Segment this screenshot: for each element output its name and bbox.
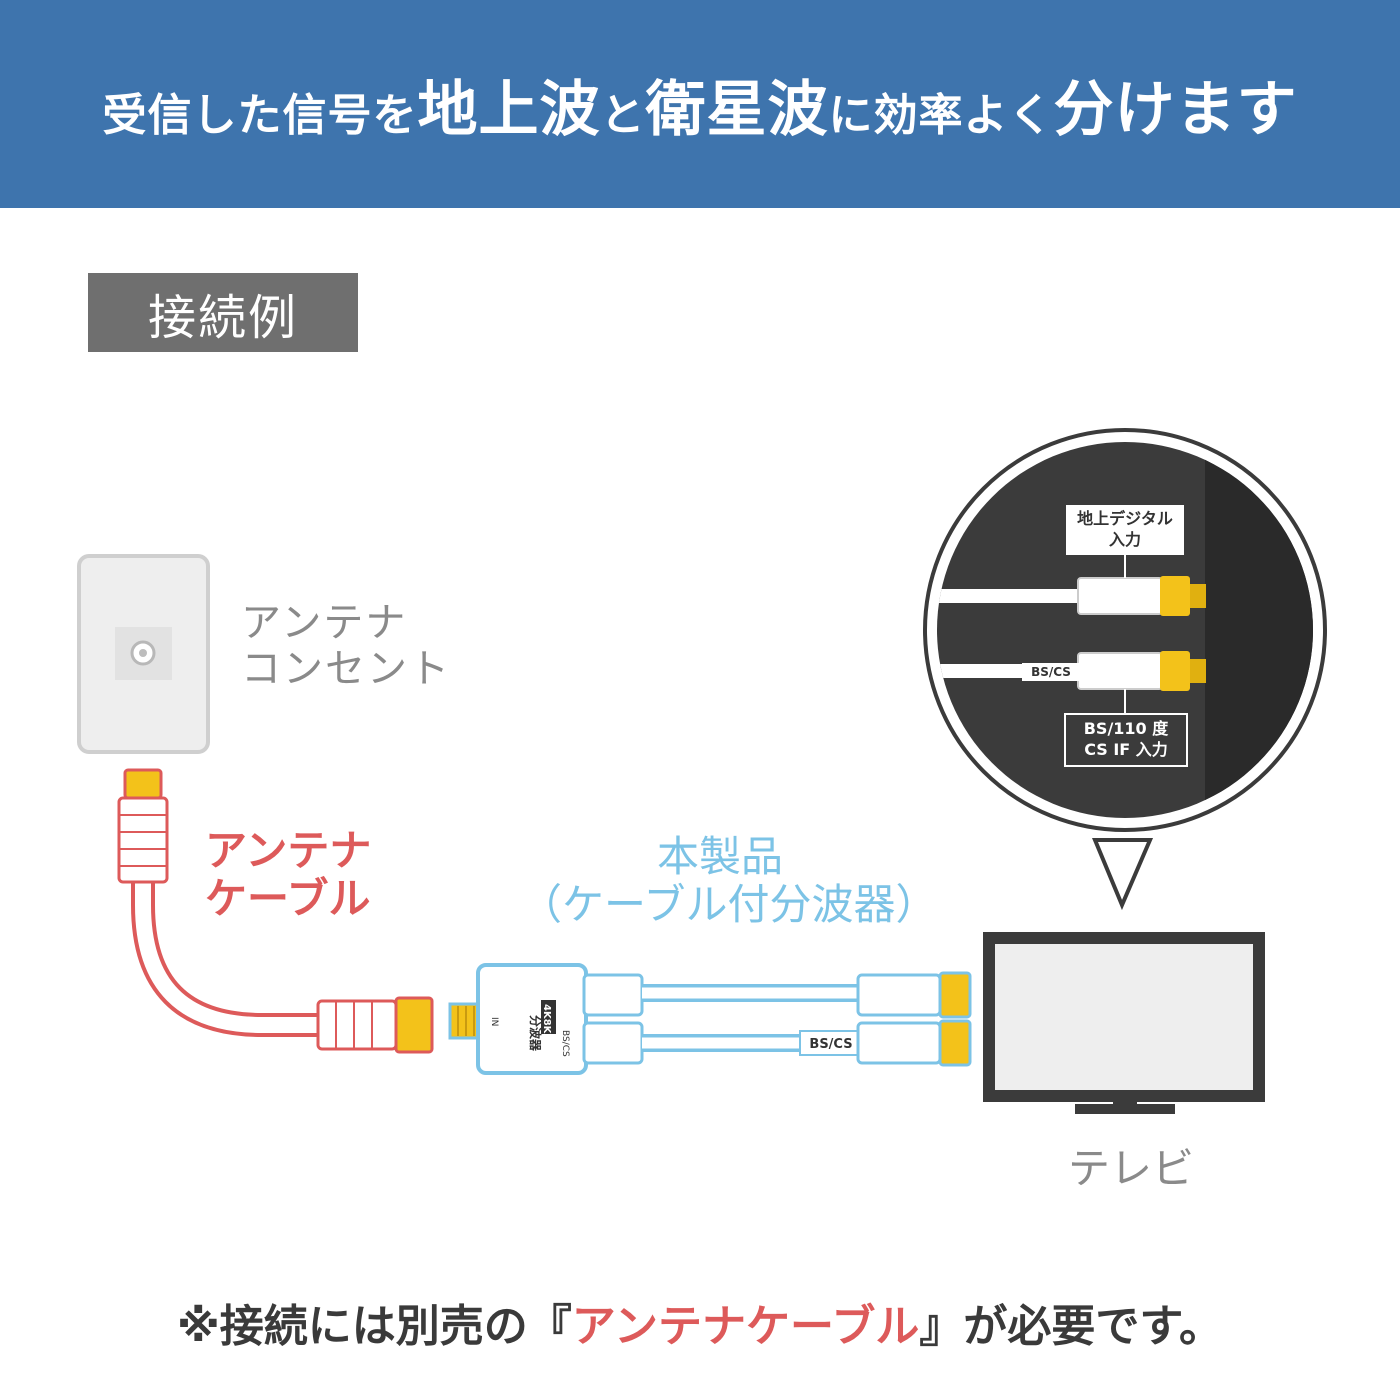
antenna-outlet-icon — [77, 554, 210, 754]
antenna-cable-label: アンテナ ケーブル — [205, 826, 372, 924]
headline-part4: 衛星波 — [645, 74, 829, 145]
antenna-outlet-line1: アンテナ — [241, 600, 408, 646]
product-label: 本製品 （ケーブル付分波器） — [520, 832, 938, 930]
digital-input-tag: 地上デジタル 入力 — [1066, 505, 1184, 555]
tv-port-callout — [923, 428, 1327, 911]
product-line1: 本製品 — [656, 832, 783, 881]
footer-accent: アンテナケーブル — [571, 1301, 920, 1352]
footer-note: ※接続には別売の『アンテナケーブル』が必要です。 — [0, 1290, 1400, 1354]
headline-part2: 地上波 — [417, 74, 601, 145]
bs-input-line2: CS IF 入力 — [1084, 739, 1168, 759]
splitter-icon — [448, 963, 972, 1075]
headline-part5: に効率よく — [828, 89, 1054, 141]
splitter-bscs-port: BS/CS — [560, 1030, 570, 1057]
footer-prefix: ※接続には別売の『 — [177, 1301, 572, 1352]
splitter-in-label: IN — [489, 1017, 499, 1026]
antenna-cable-line1: アンテナ — [205, 826, 372, 875]
splitter-cable-tag: BS/CS — [809, 1037, 852, 1052]
bs-input-line1: BS/110 度 — [1083, 719, 1169, 738]
headline-part1: 受信した信号を — [102, 89, 418, 141]
digital-input-line2: 入力 — [1108, 529, 1141, 549]
splitter-badge: 4K8K — [541, 1004, 552, 1035]
bs-input-tag: BS/110 度 CS IF 入力 — [1064, 713, 1188, 767]
header-banner: 受信した信号を地上波と衛星波に効率よく分けます — [0, 0, 1400, 208]
antenna-cable-line2: ケーブル — [205, 874, 371, 924]
section-label: 接続例 — [88, 273, 358, 352]
antenna-outlet-line2: コンセント — [241, 646, 451, 692]
headline: 受信した信号を地上波と衛星波に効率よく分けます — [103, 61, 1298, 148]
tv-icon — [983, 932, 1265, 1114]
callout-bscs-tag: BS/CS — [1031, 665, 1071, 679]
antenna-outlet-label: アンテナ コンセント — [241, 600, 451, 692]
footer-suffix: 』が必要です。 — [919, 1301, 1223, 1352]
headline-part3: と — [600, 89, 646, 141]
digital-input-line1: 地上デジタル — [1077, 509, 1173, 528]
splitter-name: 分波器 — [528, 1015, 543, 1052]
product-line2: （ケーブル付分波器） — [520, 880, 938, 930]
tv-label: テレビ — [1068, 1144, 1195, 1193]
antenna-cable-icon — [117, 768, 434, 1054]
headline-part6: 分けます — [1053, 74, 1298, 145]
